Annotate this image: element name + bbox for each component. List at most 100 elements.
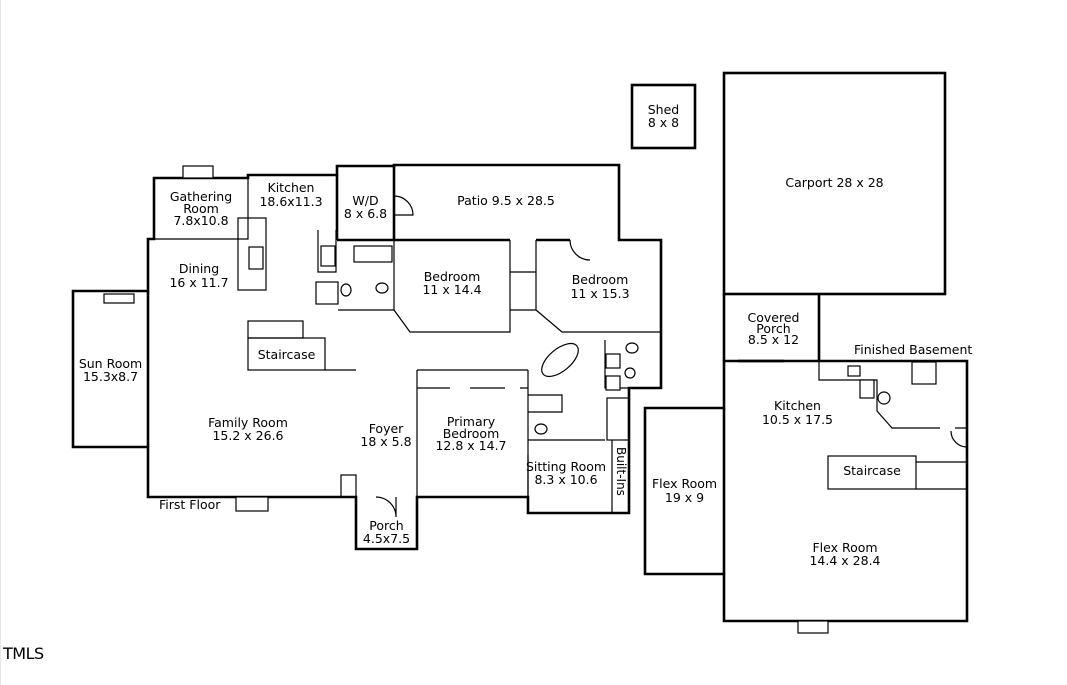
basement-door-swing <box>950 430 968 448</box>
staircase-basement-name: Staircase <box>843 463 901 478</box>
bathtub <box>353 245 393 263</box>
gathering-size: 7.8x10.8 <box>173 213 229 228</box>
bedroom2-name: Bedroom <box>571 272 629 287</box>
bedroom1-name: Bedroom <box>423 269 481 284</box>
basement-toilet <box>877 391 891 405</box>
page-edge <box>0 0 1 685</box>
label-first-floor: First Floor <box>159 498 220 511</box>
label-patio: Patio 9.5 x 28.5 <box>413 194 599 207</box>
sun-room-size: 15.3x8.7 <box>82 369 139 384</box>
sitting-room-walls <box>527 439 613 513</box>
basement-kitchen-counter <box>818 361 967 429</box>
tmls-logo: TMLS <box>3 644 44 663</box>
dining-size: 16 x 11.7 <box>169 275 229 290</box>
flex-room2-name: Flex Room <box>812 540 878 555</box>
flex-room1-name: Flex Room <box>651 476 718 491</box>
flex-room1-size: 19 x 9 <box>664 490 705 505</box>
label-bedroom-1: Bedroom 11 x 14.4 <box>394 270 510 296</box>
island-sink <box>248 246 264 270</box>
front-door-swing <box>375 496 397 518</box>
wd-size: 8 x 6.8 <box>343 206 388 221</box>
porch-name: Porch <box>369 518 404 533</box>
wd-name: W/D <box>352 193 379 208</box>
label-bedroom-2: Bedroom 11 x 15.3 <box>545 273 655 301</box>
basement-stair-rails <box>916 461 967 490</box>
carport-name: Carport 28 x 28 <box>785 175 884 190</box>
label-sitting-room: Sitting Room 8.3 x 10.6 <box>522 460 610 486</box>
flex-room2-size: 14.4 x 28.4 <box>809 553 881 568</box>
sitting-name: Sitting Room <box>525 459 607 474</box>
shed-walls <box>630 83 697 150</box>
family-room-size: 15.2 x 26.6 <box>212 428 284 443</box>
family-room-name: Family Room <box>208 415 288 430</box>
label-flex-room-2: Flex Room 14.4 x 28.4 <box>790 541 900 567</box>
freestanding-tub <box>541 342 579 378</box>
primary-name-2: Bedroom <box>442 426 500 441</box>
basement-stove <box>859 379 875 399</box>
primary-toilet <box>625 342 639 354</box>
basement-sink <box>847 365 861 377</box>
covered-porch-name-1: Covered <box>747 310 800 325</box>
dining-name: Dining <box>178 261 220 276</box>
built-ins-name: Built-Ins <box>614 447 628 496</box>
shower-drain <box>624 367 636 379</box>
primary-bedroom-walls <box>416 370 529 497</box>
staircase-main-name: Staircase <box>257 347 316 362</box>
kitchen-sink <box>315 281 339 305</box>
sitting-size: 8.3 x 10.6 <box>534 472 598 487</box>
sitting-toilet <box>534 423 548 435</box>
porch-size: 4.5x7.5 <box>362 531 411 546</box>
sun-room-vent <box>103 293 135 304</box>
label-built-ins: Built-Ins <box>614 447 628 507</box>
linen-closet <box>606 397 630 441</box>
label-kitchen-main: Kitchen 18.6x11.3 <box>248 181 334 209</box>
label-primary-bedroom: Primary Bedroom 12.8 x 14.7 <box>420 414 522 453</box>
closet-top <box>417 369 529 388</box>
bedroom2-lower-wall <box>535 309 661 333</box>
basement-vent <box>797 620 829 634</box>
kitchen-size: 18.6x11.3 <box>259 194 323 209</box>
first-floor-name: First Floor <box>159 497 221 512</box>
label-porch: Porch 4.5x7.5 <box>356 519 417 545</box>
carport-walls <box>722 71 947 296</box>
primary-size: 12.8 x 14.7 <box>435 438 507 453</box>
covered-porch-name-2: Porch <box>756 321 791 336</box>
label-carport: Carport 28 x 28 <box>724 176 945 189</box>
shed-name: Shed <box>647 102 680 117</box>
staircase-upper <box>247 320 304 339</box>
kitchen-basement-size: 10.5 x 17.5 <box>761 412 833 427</box>
foyer-name: Foyer <box>368 421 404 436</box>
bath-toilet <box>375 282 389 294</box>
bedroom1-walls <box>393 240 511 333</box>
foyer-closet <box>340 474 357 498</box>
bath-sink <box>340 283 352 297</box>
label-flex-room-1: Flex Room 19 x 9 <box>645 477 724 505</box>
label-wd: W/D 8 x 6.8 <box>337 194 394 220</box>
label-foyer: Foyer 18 x 5.8 <box>344 422 428 448</box>
label-gathering-room: Gathering Room 7.8x10.8 <box>154 189 248 228</box>
sun-room-name: Sun Room <box>78 356 143 371</box>
label-covered-porch: Covered Porch 8.5 x 12 <box>726 310 821 347</box>
bedroom2-door-swing <box>569 239 591 261</box>
closet-2 <box>528 394 563 413</box>
label-dining: Dining 16 x 11.7 <box>154 262 244 290</box>
wd-door-swing <box>393 195 414 216</box>
label-finished-basement: Finished Basement <box>854 343 972 356</box>
label-family-room: Family Room 15.2 x 26.6 <box>188 416 308 442</box>
covered-porch-walls <box>722 294 821 361</box>
basement-appliance <box>911 361 937 385</box>
vanity-sink-2 <box>605 375 621 391</box>
patio-name: Patio 9.5 x 28.5 <box>457 193 555 208</box>
primary-name-1: Primary <box>446 414 496 429</box>
covered-porch-size: 8.5 x 12 <box>747 332 800 347</box>
label-staircase-basement: Staircase <box>828 464 916 477</box>
foyer-size: 18 x 5.8 <box>360 434 412 449</box>
finished-basement-name: Finished Basement <box>854 342 973 357</box>
kitchen-basement-name: Kitchen <box>774 398 821 413</box>
front-vent <box>235 496 269 512</box>
kitchen-name: Kitchen <box>267 180 315 195</box>
label-kitchen-basement: Kitchen 10.5 x 17.5 <box>750 399 845 427</box>
basement-staircase-box <box>827 455 917 490</box>
gathering-name-1: Gathering <box>169 189 233 204</box>
